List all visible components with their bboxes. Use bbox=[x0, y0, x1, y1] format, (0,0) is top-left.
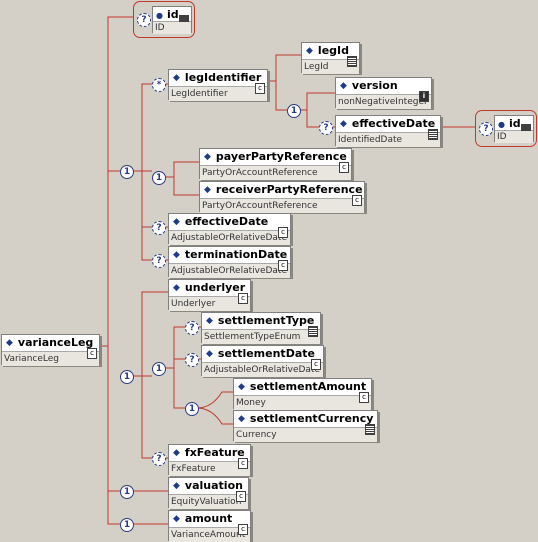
element-name: receiverPartyReference bbox=[201, 182, 363, 198]
element-type: VarianceAmount bbox=[169, 527, 250, 542]
element-type: FxFeature bbox=[169, 461, 250, 476]
attr-id-name: id bbox=[154, 7, 179, 23]
expand-icon[interactable] bbox=[179, 15, 189, 22]
optional-marker: ? bbox=[137, 13, 151, 27]
complex-type-icon bbox=[339, 162, 349, 173]
element-type: Currency bbox=[234, 427, 377, 442]
optional-marker: ? bbox=[319, 121, 333, 135]
element-underlyer[interactable]: underlyer Underlyer bbox=[168, 279, 251, 311]
optional-marker: ? bbox=[479, 122, 493, 136]
element-effective-date[interactable]: effectiveDate AdjustableOrRelativeDate bbox=[168, 213, 291, 245]
element-payer-party-reference[interactable]: payerPartyReference PartyOrAccountRefere… bbox=[199, 148, 352, 180]
element-type: SettlementTypeEnum bbox=[202, 329, 320, 344]
element-name: settlementAmount bbox=[235, 379, 366, 395]
element-name: terminationDate bbox=[170, 247, 287, 263]
element-type: PartyOrAccountReference bbox=[200, 198, 364, 213]
element-name: fxFeature bbox=[170, 445, 245, 461]
complex-type-icon bbox=[238, 458, 248, 469]
attr-id-type: ID bbox=[495, 130, 533, 143]
root-attributes-group: ? id ID bbox=[133, 1, 195, 38]
element-name: payerPartyReference bbox=[201, 149, 347, 165]
complex-type-icon bbox=[278, 260, 288, 271]
element-receiver-party-reference[interactable]: receiverPartyReference PartyOrAccountRef… bbox=[199, 181, 365, 213]
complex-type-icon bbox=[359, 392, 369, 403]
element-leg-id[interactable]: legId LegId bbox=[301, 42, 360, 74]
expand-icon[interactable] bbox=[521, 124, 531, 131]
element-name: effectiveDate bbox=[170, 214, 268, 230]
element-amount[interactable]: amount VarianceAmount bbox=[168, 510, 251, 542]
element-name: underlyer bbox=[170, 280, 245, 296]
optional-marker: ? bbox=[185, 321, 199, 335]
sequence-marker: 1 bbox=[120, 518, 134, 532]
element-name: version bbox=[337, 78, 398, 94]
element-name: settlementCurrency bbox=[235, 411, 374, 427]
element-name: effectiveDate bbox=[337, 116, 435, 132]
element-name: settlementDate bbox=[203, 346, 315, 362]
optional-marker: ? bbox=[185, 353, 199, 367]
element-fx-feature[interactable]: fxFeature FxFeature bbox=[168, 444, 251, 476]
element-name: amount bbox=[170, 511, 232, 527]
complex-type-icon bbox=[87, 348, 97, 359]
choice-marker: 1 bbox=[152, 171, 166, 185]
element-name: varianceLeg bbox=[3, 335, 93, 351]
sequence-marker: 1 bbox=[120, 165, 134, 179]
element-type: nonNegativeInteger bbox=[336, 94, 431, 109]
element-version[interactable]: version nonNegativeInteger bbox=[335, 77, 432, 109]
simple-type-icon bbox=[428, 129, 438, 140]
sequence-marker: 1 bbox=[120, 370, 134, 384]
element-type: LegIdentifier bbox=[169, 86, 267, 101]
element-leg-identifier[interactable]: legIdentifier LegIdentifier bbox=[168, 69, 268, 101]
complex-type-icon bbox=[236, 491, 246, 502]
effective-date-attributes-group: ? id ID bbox=[475, 110, 537, 147]
element-type: Money bbox=[234, 395, 371, 410]
element-name: legIdentifier bbox=[170, 70, 261, 86]
sequence-marker: 1 bbox=[152, 362, 166, 376]
element-type: Underlyer bbox=[169, 296, 250, 311]
optional-marker: ? bbox=[152, 221, 166, 235]
complex-type-icon bbox=[278, 227, 288, 238]
unbounded-marker: * bbox=[152, 78, 166, 92]
choice-marker: 1 bbox=[185, 402, 199, 416]
element-name: settlementType bbox=[203, 313, 314, 329]
complex-type-icon bbox=[352, 195, 362, 206]
optional-marker: ? bbox=[152, 254, 166, 268]
complex-type-icon bbox=[238, 524, 248, 535]
sequence-marker: 1 bbox=[120, 485, 134, 499]
optional-marker: ? bbox=[152, 452, 166, 466]
info-icon bbox=[419, 91, 429, 102]
element-type: AdjustableOrRelativeDate bbox=[169, 263, 290, 278]
element-termination-date[interactable]: terminationDate AdjustableOrRelativeDate bbox=[168, 246, 291, 278]
complex-type-icon bbox=[238, 293, 248, 304]
element-type: AdjustableOrRelativeDate bbox=[202, 362, 323, 377]
attr-id-type: ID bbox=[153, 21, 191, 34]
element-type: VarianceLeg bbox=[2, 351, 99, 366]
element-type: PartyOrAccountReference bbox=[200, 165, 351, 180]
element-type: AdjustableOrRelativeDate bbox=[169, 230, 290, 245]
complex-type-icon bbox=[311, 359, 321, 370]
simple-type-icon bbox=[347, 56, 357, 67]
complex-type-icon bbox=[255, 83, 265, 94]
simple-type-icon bbox=[365, 424, 375, 435]
element-variance-leg[interactable]: varianceLeg VarianceLeg bbox=[1, 334, 100, 366]
element-type: IdentifiedDate bbox=[336, 132, 440, 147]
element-settlement-type[interactable]: settlementType SettlementTypeEnum bbox=[201, 312, 321, 344]
element-settlement-amount[interactable]: settlementAmount Money bbox=[233, 378, 372, 410]
element-name: legId bbox=[303, 43, 349, 59]
choice-marker: 1 bbox=[287, 104, 301, 118]
element-settlement-currency[interactable]: settlementCurrency Currency bbox=[233, 410, 378, 442]
element-name: valuation bbox=[170, 478, 243, 494]
element-effective-date-identified[interactable]: effectiveDate IdentifiedDate bbox=[335, 115, 441, 147]
element-type: LegId bbox=[302, 59, 359, 74]
element-type: EquityValuation bbox=[169, 494, 248, 509]
attr-id[interactable]: id ID bbox=[494, 115, 534, 143]
attr-id-name: id bbox=[496, 116, 521, 132]
simple-type-icon bbox=[308, 326, 318, 337]
element-valuation[interactable]: valuation EquityValuation bbox=[168, 477, 249, 509]
element-settlement-date[interactable]: settlementDate AdjustableOrRelativeDate bbox=[201, 345, 324, 377]
attr-id[interactable]: id ID bbox=[152, 6, 192, 34]
